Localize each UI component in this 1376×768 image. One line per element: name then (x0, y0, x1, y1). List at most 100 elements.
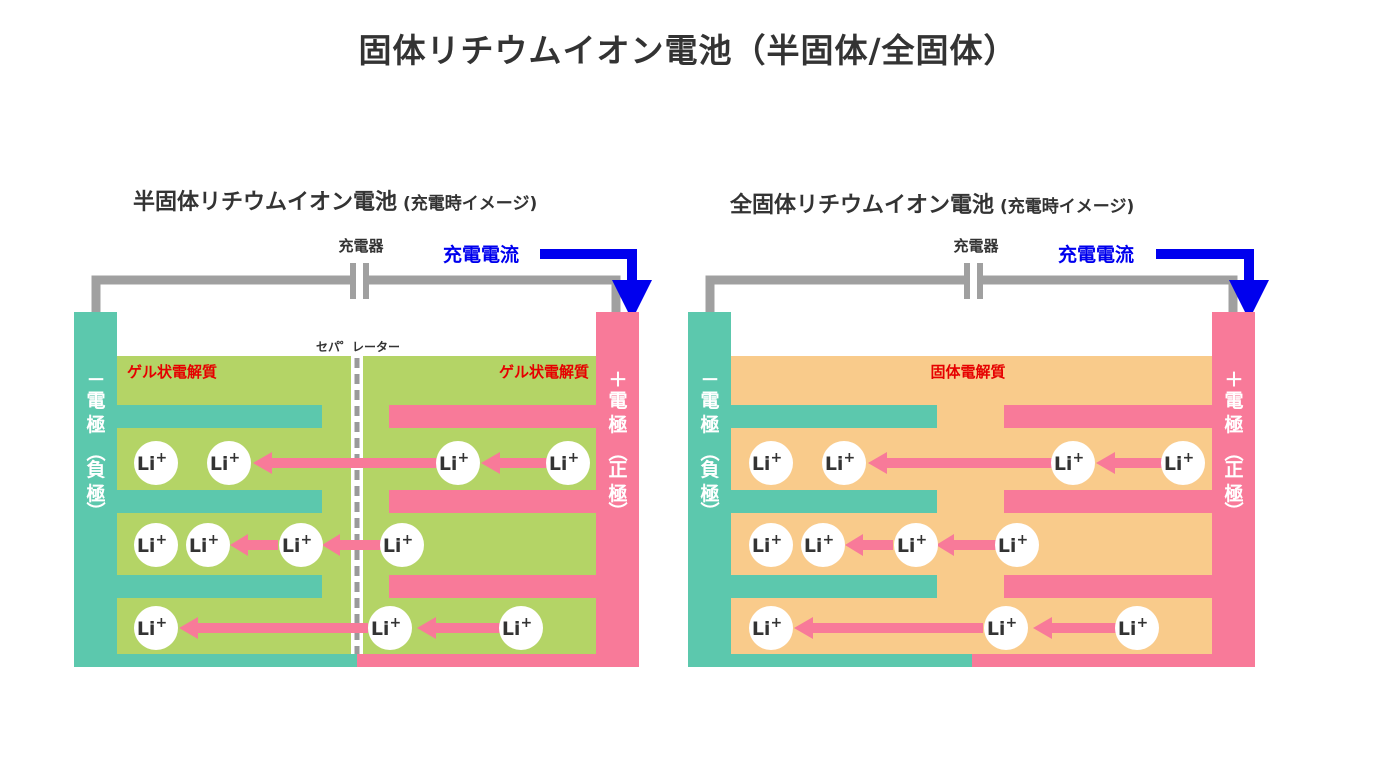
positive-finger (389, 490, 596, 513)
charger-plate (977, 263, 983, 299)
ion-arrow (481, 452, 548, 474)
li-ions: Li+ Li+ Li+ Li+ Li+ Li+ Li+ Li+ Li+ Li+ … (134, 441, 590, 650)
wire (982, 275, 1238, 314)
svg-text:Li+: Li+ (1164, 450, 1194, 475)
svg-text:Li+: Li+ (549, 450, 579, 475)
charger-plate (964, 263, 970, 299)
wire (368, 275, 621, 314)
svg-text:－: － (700, 369, 719, 391)
svg-text:－: － (86, 369, 105, 391)
ion-arrow (417, 617, 500, 639)
positive-finger (389, 405, 596, 428)
svg-text:電: 電 (608, 390, 627, 412)
svg-text:Li+: Li+ (752, 532, 782, 557)
svg-text:）: ） (1222, 501, 1245, 520)
positive-finger (1004, 575, 1212, 598)
svg-text:（: （ (698, 442, 721, 461)
svg-text:極: 極 (700, 413, 719, 436)
ion-arrow (322, 534, 382, 556)
ion-arrow (936, 534, 996, 556)
charging-current-arrow: 充電電流 (443, 243, 652, 320)
ion-arrow (1096, 452, 1164, 474)
charger-plate (363, 263, 369, 299)
negative-finger (117, 490, 322, 513)
charger-circuit: 充電器 (705, 237, 1238, 314)
svg-text:Li+: Li+ (804, 532, 834, 557)
svg-text:（: （ (1222, 442, 1245, 461)
svg-text:Li+: Li+ (439, 450, 469, 475)
ion-arrow (794, 617, 983, 639)
negative-electrode (688, 312, 972, 667)
svg-text:Li+: Li+ (825, 450, 855, 475)
all-solid-panel: 全固体リチウムイオン電池(充電時イメージ) 充電器 充電電流 (688, 192, 1269, 667)
svg-text:＋: ＋ (608, 369, 627, 391)
charging-current-label: 充電電流 (1058, 243, 1134, 266)
svg-text:Li+: Li+ (383, 532, 413, 557)
svg-text:正: 正 (1224, 459, 1243, 481)
negative-finger (731, 490, 937, 513)
svg-text:Li+: Li+ (137, 450, 167, 475)
svg-text:極: 極 (1224, 482, 1243, 505)
positive-finger (1004, 490, 1212, 513)
separator: セパ゜レーター (316, 340, 400, 654)
svg-text:Li+: Li+ (189, 532, 219, 557)
semi-solid-title: 半固体リチウムイオン電池(充電時イメージ) (133, 190, 537, 215)
svg-text:（: （ (84, 442, 107, 461)
svg-text:）: ） (606, 501, 629, 520)
negative-electrode-label: － 電 極 （ 負 極 ） (698, 369, 721, 521)
charger-plate (350, 263, 356, 299)
svg-text:負: 負 (700, 458, 719, 481)
separator-label: セパ゜レーター (316, 340, 400, 354)
svg-text:Li+: Li+ (752, 615, 782, 640)
svg-text:電: 電 (1224, 390, 1243, 412)
svg-text:極: 極 (700, 482, 719, 505)
ion-arrow (868, 452, 1052, 474)
svg-text:Li+: Li+ (897, 532, 927, 557)
negative-finger (731, 575, 937, 598)
ion-arrow (253, 452, 437, 474)
svg-text:Li+: Li+ (502, 615, 532, 640)
svg-text:Li+: Li+ (137, 532, 167, 557)
svg-text:Li+: Li+ (371, 615, 401, 640)
ion-arrow (230, 534, 278, 556)
ion-arrow (845, 534, 893, 556)
ion-arrow (179, 617, 368, 639)
gel-electrolyte-label-right: ゲル状電解質 (499, 363, 589, 381)
charger-circuit: 充電器 (91, 237, 621, 314)
negative-electrode (74, 312, 357, 667)
svg-text:（: （ (606, 442, 629, 461)
charging-current-arrow: 充電電流 (1058, 243, 1269, 320)
charger-label: 充電器 (953, 237, 999, 255)
all-solid-title: 全固体リチウムイオン電池(充電時イメージ) (729, 192, 1134, 218)
main-title: 固体リチウムイオン電池（半固体/全固体） (358, 31, 1018, 70)
svg-text:負: 負 (86, 458, 105, 481)
positive-electrode-label: ＋ 電 極 （ 正 極 ） (1222, 369, 1245, 521)
positive-finger (1004, 405, 1212, 428)
svg-text:極: 極 (608, 482, 627, 505)
positive-electrode-label: ＋ 電 極 （ 正 極 ） (606, 369, 629, 521)
semi-solid-panel: 半固体リチウムイオン電池(充電時イメージ) 充電器 充電電流 (74, 190, 652, 667)
negative-finger (117, 575, 322, 598)
svg-text:極: 極 (1224, 413, 1243, 436)
svg-text:＋: ＋ (1224, 369, 1243, 391)
svg-text:正: 正 (608, 459, 627, 481)
svg-text:極: 極 (86, 482, 105, 505)
svg-text:）: ） (698, 501, 721, 520)
svg-text:Li+: Li+ (137, 615, 167, 640)
svg-text:Li+: Li+ (1118, 615, 1148, 640)
positive-electrode (972, 312, 1255, 667)
ion-arrows (179, 452, 548, 639)
solid-electrolyte-label: 固体電解質 (930, 363, 1005, 381)
negative-finger (731, 405, 937, 428)
ion-arrow (1033, 617, 1116, 639)
svg-text:電: 電 (86, 390, 105, 412)
svg-text:電: 電 (700, 390, 719, 412)
charger-label: 充電器 (338, 237, 384, 255)
positive-electrode (357, 312, 639, 667)
gel-electrolyte-label-left: ゲル状電解質 (127, 363, 217, 381)
ion-arrows (794, 452, 1164, 639)
svg-text:Li+: Li+ (210, 450, 240, 475)
svg-text:Li+: Li+ (987, 615, 1017, 640)
positive-finger (389, 575, 596, 598)
